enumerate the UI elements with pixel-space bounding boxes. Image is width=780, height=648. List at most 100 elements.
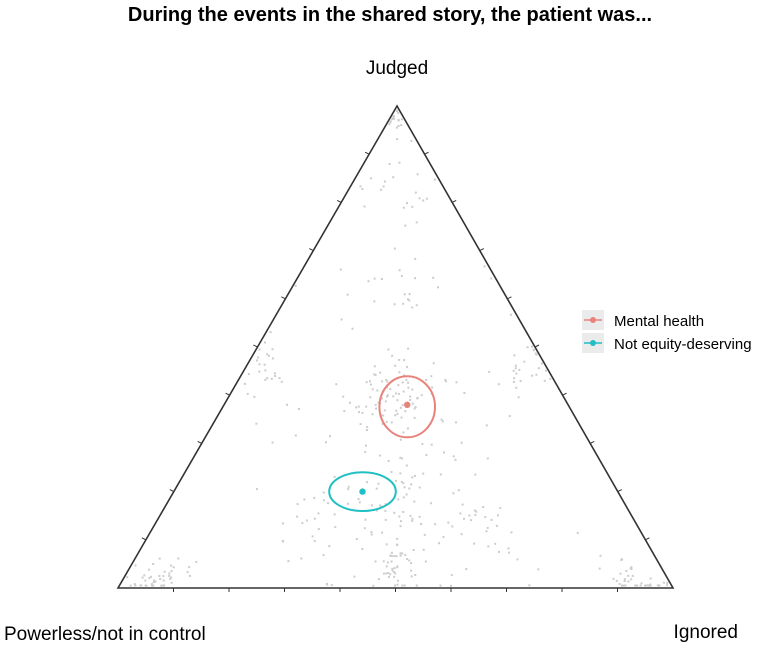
background-point: [549, 377, 552, 380]
background-point: [621, 558, 623, 561]
axis-tick: [336, 199, 342, 203]
axis-tick: [589, 440, 595, 444]
background-point: [270, 377, 273, 380]
background-point: [401, 457, 404, 460]
legend-dot-not-equity-deserving: [590, 340, 596, 346]
background-point: [387, 561, 389, 564]
background-point: [322, 554, 325, 557]
axis-tick: [281, 296, 286, 300]
background-point: [343, 410, 346, 412]
region-mental-health: [378, 375, 437, 439]
background-point: [615, 579, 618, 582]
background-point: [507, 547, 510, 550]
background-point: [423, 533, 426, 536]
background-point: [460, 441, 463, 444]
background-point: [370, 504, 373, 507]
background-point: [393, 247, 396, 250]
background-point: [388, 123, 391, 126]
background-point: [163, 570, 166, 573]
background-point: [510, 531, 513, 534]
axis-ticks: [141, 151, 650, 592]
background-point: [455, 421, 457, 424]
background-point: [450, 574, 453, 577]
vertex-label-powerless: Powerless/not in control: [4, 624, 206, 645]
background-point: [645, 584, 648, 587]
background-point: [399, 554, 402, 557]
background-point: [535, 353, 538, 356]
mean-point-mental-health: [404, 401, 411, 408]
background-point: [445, 380, 447, 383]
background-point: [416, 397, 419, 400]
background-point: [399, 552, 402, 555]
background-point: [333, 475, 336, 478]
background-point: [243, 382, 246, 385]
background-point: [129, 584, 132, 587]
background-point: [126, 576, 129, 579]
axis-tick: [309, 248, 314, 252]
background-point: [339, 268, 342, 271]
background-point: [431, 386, 434, 389]
background-point: [347, 485, 350, 488]
background-point: [380, 188, 383, 191]
background-point: [400, 124, 403, 127]
background-point: [335, 383, 338, 386]
background-point: [327, 502, 329, 505]
background-point: [317, 512, 320, 515]
background-point: [424, 560, 427, 563]
background-point: [421, 442, 424, 445]
background-point: [398, 371, 401, 374]
background-point: [387, 460, 390, 462]
background-point: [150, 575, 152, 578]
background-point: [402, 482, 405, 485]
background-point: [264, 369, 267, 372]
background-point: [473, 509, 476, 512]
background-point: [512, 369, 515, 372]
axis-tick: [197, 440, 202, 444]
background-point: [347, 502, 349, 505]
background-point: [411, 517, 414, 520]
background-point: [400, 416, 403, 419]
background-point: [459, 512, 462, 515]
background-point: [399, 406, 402, 409]
background-point: [395, 555, 398, 558]
background-point: [440, 418, 443, 421]
background-point: [404, 224, 407, 227]
background-point: [512, 380, 515, 383]
background-point: [418, 486, 421, 489]
background-point: [385, 543, 388, 546]
background-point: [328, 545, 331, 548]
background-point: [374, 560, 377, 563]
axis-tick: [253, 344, 258, 348]
axis-tick: [507, 296, 512, 300]
background-point: [143, 574, 146, 577]
vertex-label-judged: Judged: [366, 58, 428, 79]
background-point: [280, 380, 283, 383]
background-point: [269, 331, 272, 334]
background-point: [168, 574, 171, 577]
background-point: [403, 293, 406, 296]
background-point: [188, 574, 191, 577]
axis-tick: [451, 199, 457, 203]
background-point: [406, 365, 408, 368]
background-point: [317, 528, 320, 531]
background-point: [402, 206, 405, 209]
background-point: [513, 354, 516, 357]
background-point: [386, 395, 388, 398]
background-point: [381, 397, 383, 400]
background-point: [516, 558, 519, 561]
background-point: [410, 569, 413, 572]
background-point: [425, 197, 428, 200]
background-point: [367, 280, 370, 283]
background-point: [382, 185, 385, 188]
background-point: [454, 458, 457, 461]
background-point: [387, 348, 390, 351]
background-point: [297, 408, 300, 410]
background-point: [515, 372, 518, 375]
background-point: [162, 584, 165, 587]
background-point: [508, 551, 511, 554]
background-point: [349, 401, 351, 404]
background-point: [329, 435, 331, 438]
background-point: [405, 493, 408, 496]
background-point: [374, 403, 377, 406]
background-point: [408, 487, 411, 490]
